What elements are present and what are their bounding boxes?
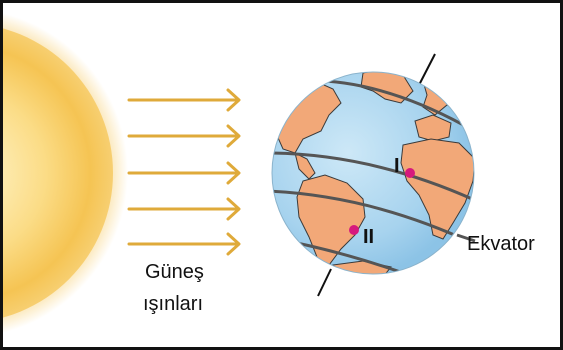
arrow-icon (127, 124, 241, 148)
point-one-label: I (394, 155, 400, 177)
point-marker-icon (405, 168, 415, 178)
sun-rays (127, 88, 241, 256)
earth-axis-top (417, 53, 436, 88)
diagram-canvas (3, 12, 476, 334)
globe-icon (271, 71, 475, 275)
latitude-line-mid (272, 151, 474, 205)
point-marker-icon (349, 225, 359, 235)
sun-rays-label-line2: ışınları (143, 293, 204, 315)
arrow-icon (127, 232, 241, 256)
sun-rays-label-line1: Güneş (145, 261, 204, 283)
arrow-icon (127, 197, 241, 221)
sun-icon (3, 12, 128, 334)
earth-axis-bottom (317, 268, 332, 297)
arrow-icon (127, 161, 241, 185)
arrow-icon (127, 88, 241, 112)
equator-pointer (456, 233, 476, 243)
equator-label: Ekvator (467, 233, 535, 255)
point-two-label: II (363, 226, 375, 248)
